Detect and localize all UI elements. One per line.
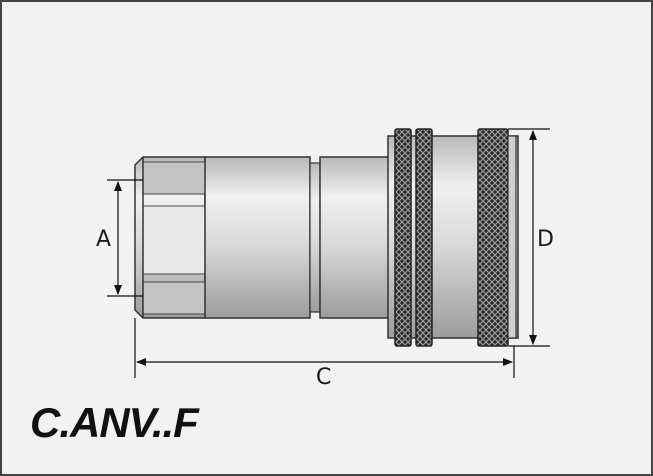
coupling-body xyxy=(204,156,391,319)
model-code: C.ANV..F xyxy=(30,399,199,446)
dimension-d xyxy=(508,128,550,347)
hex-nut xyxy=(134,156,206,319)
knurl-ring-1 xyxy=(394,128,412,347)
dimension-label-c: C xyxy=(316,365,332,390)
dimension-label-a: A xyxy=(96,227,112,252)
dimension-label-d: D xyxy=(537,227,554,252)
knurl-ring-2 xyxy=(415,128,433,347)
knurl-ring-3 xyxy=(477,128,509,347)
dimension-c xyxy=(134,318,515,378)
locking-sleeve xyxy=(387,128,519,347)
dimension-a xyxy=(107,179,143,297)
